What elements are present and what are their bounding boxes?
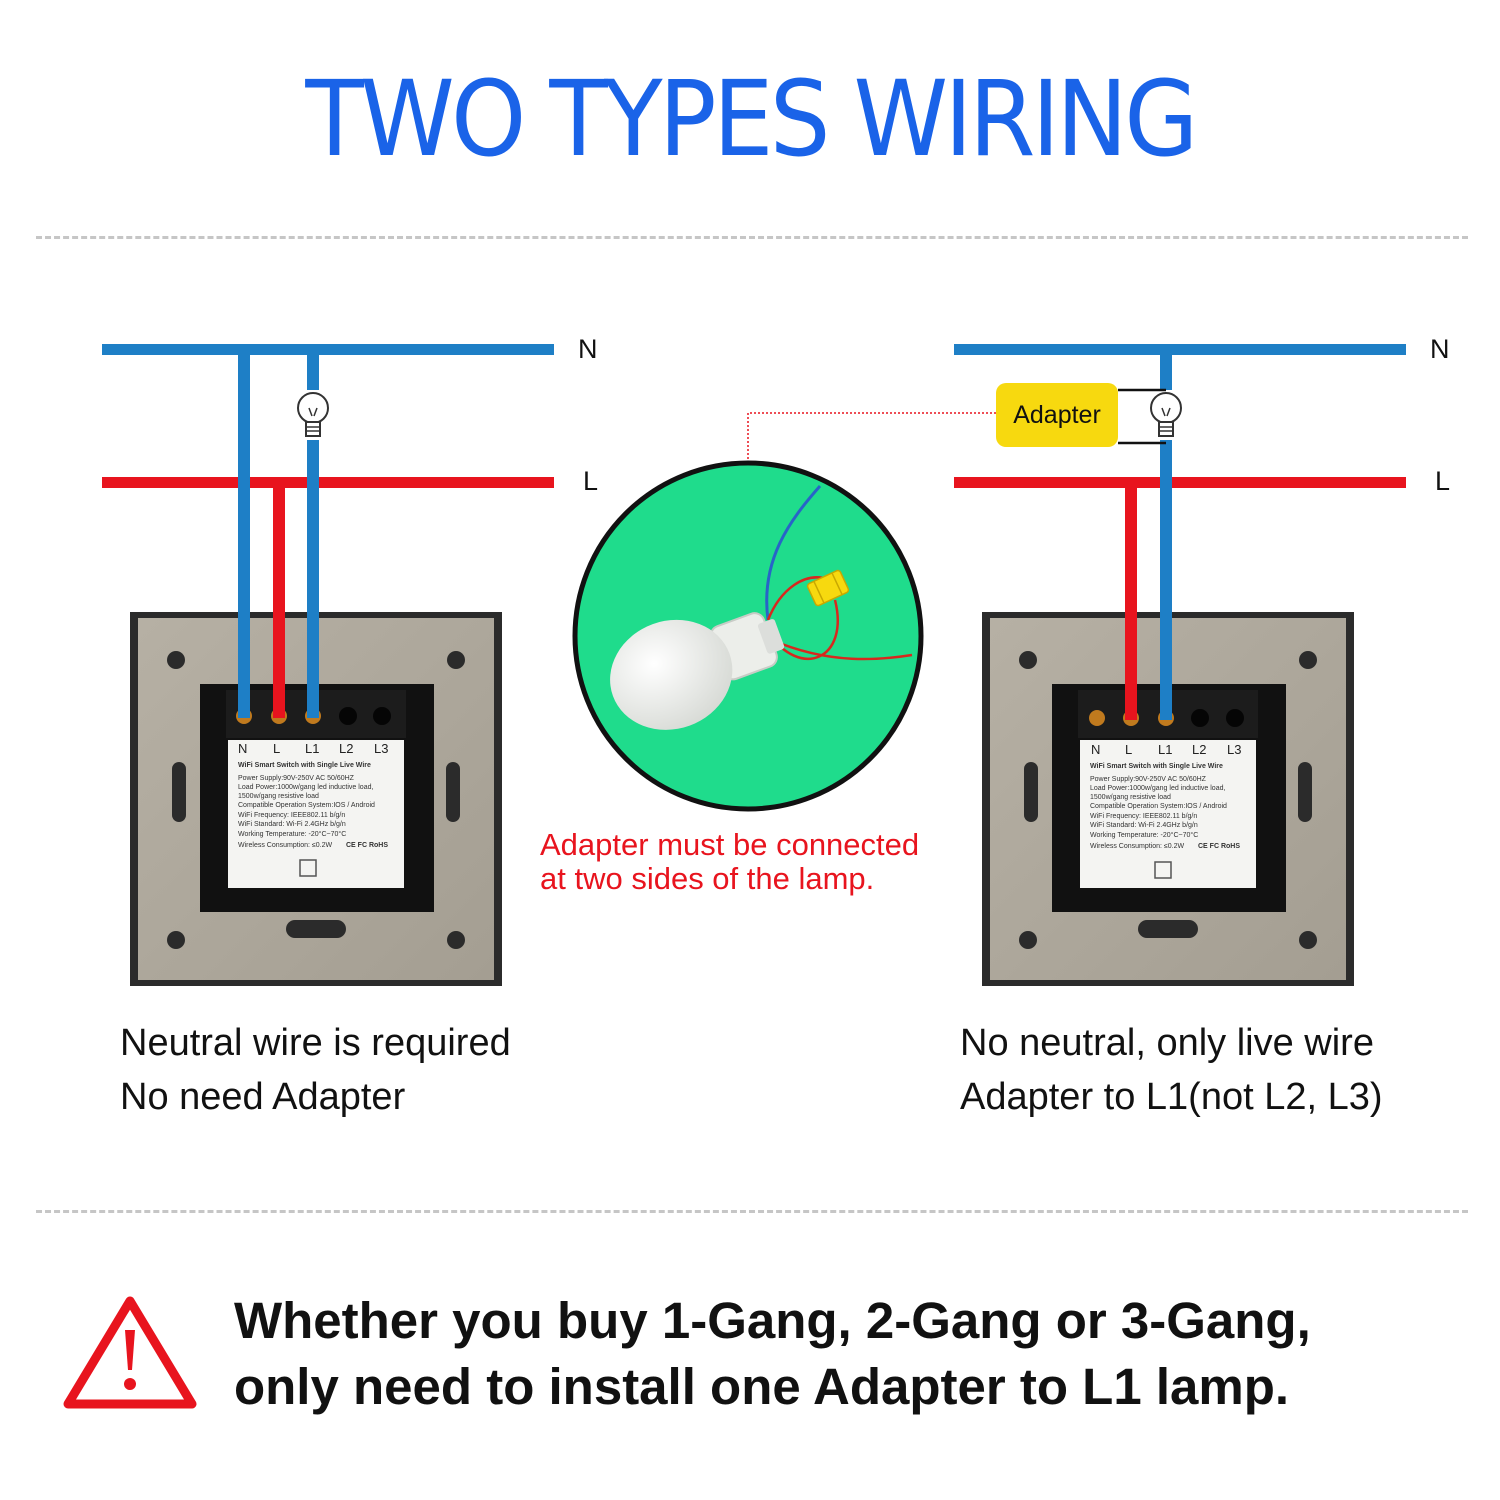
wifi-icon: [1154, 861, 1172, 879]
terminal-label-l2: L2: [1192, 742, 1206, 757]
adapter-leads: [1118, 388, 1166, 445]
neutral-drop-wire: [238, 350, 250, 718]
terminal-label-l1: L1: [1158, 742, 1172, 757]
live-drop-wire: [1125, 482, 1137, 720]
wifi-icon: [299, 859, 317, 877]
live-rail-left: [102, 477, 554, 488]
load-wire-l1: [307, 440, 319, 718]
warning-message: Whether you buy 1-Gang, 2-Gang or 3-Gang…: [234, 1288, 1311, 1420]
neutral-label-left: N: [578, 334, 598, 364]
module-spec: Compatible Operation System:IOS / Androi…: [1090, 803, 1227, 810]
bulb-photo-icon: [610, 612, 785, 730]
module-spec: WiFi Frequency: IEEE802.11 b/g/n: [1090, 813, 1197, 820]
divider-top: [36, 236, 1468, 239]
certification-marks: CE FC RoHS: [346, 842, 388, 849]
module-spec: Load Power:1000w/gang led inductive load…: [238, 784, 373, 791]
adapter-photo-callout: [572, 412, 996, 812]
module-spec: Working Temperature: -20°C~70°C: [238, 830, 346, 838]
module-spec: Wireless Consumption: ≤0.2W: [1090, 843, 1184, 850]
adapter-note-line1: Adapter must be connected: [540, 827, 920, 862]
adapter-label: Adapter: [1013, 400, 1101, 429]
adapter-photo-icon: [806, 569, 850, 607]
right-caption-line2: Adapter to L1(not L2, L3): [960, 1076, 1383, 1118]
module-spec: WiFi Standard: Wi-Fi 2.4GHz b/g/n: [238, 821, 346, 828]
warning-triangle-icon: [63, 1296, 197, 1409]
lamp-icon: [297, 392, 329, 437]
terminal-label-l1: L1: [305, 741, 319, 756]
terminal-label-l3: L3: [1227, 742, 1241, 757]
left-wiring: [102, 344, 554, 718]
module-spec: Load Power:1000w/gang led inductive load…: [1090, 785, 1225, 792]
divider-bottom: [36, 1210, 1468, 1213]
left-switch-plate: N L L1 L2 L3 WiFi Smart Switch with Sing…: [130, 612, 502, 986]
terminal-label-n: N: [1091, 742, 1100, 757]
neutral-rail-left: [102, 344, 554, 355]
terminal-label-n: N: [238, 741, 247, 756]
module-spec: 1500w/gang resistive load: [1090, 794, 1171, 801]
module-spec: Power Supply:90V-250V AC 50/60HZ: [238, 775, 355, 782]
certification-marks: CE FC RoHS: [1198, 843, 1240, 850]
live-label-left: L: [583, 466, 599, 496]
lamp-icon: [1150, 392, 1182, 437]
module-spec: Working Temperature: -20°C~70°C: [1090, 831, 1198, 839]
terminal-label-l2: L2: [339, 741, 353, 756]
right-wiring: [954, 344, 1406, 720]
adapter-note: Adapter must be connected at two sides o…: [540, 828, 919, 896]
adapter-label-box: Adapter: [996, 383, 1118, 447]
live-rail-right: [954, 477, 1406, 488]
terminal-label-l: L: [273, 741, 280, 756]
right-caption: No neutral, only live wire Adapter to L1…: [960, 1016, 1383, 1124]
module-spec: Wireless Consumption: ≤0.2W: [238, 842, 332, 849]
terminal-label-l: L: [1125, 742, 1132, 757]
page-title: TWO TYPES WIRING: [305, 58, 1198, 180]
live-label-right: L: [1435, 466, 1451, 496]
warning-line2: only need to install one Adapter to L1 l…: [234, 1358, 1290, 1415]
warning-line1: Whether you buy 1-Gang, 2-Gang or 3-Gang…: [234, 1292, 1311, 1349]
live-drop-wire: [273, 482, 285, 718]
left-caption: Neutral wire is required No need Adapter: [120, 1016, 511, 1124]
callout-leader-line: [747, 412, 996, 462]
neutral-label-right: N: [1430, 334, 1450, 364]
module-spec: Power Supply:90V-250V AC 50/60HZ: [1090, 776, 1207, 783]
module-heading: WiFi Smart Switch with Single Live Wire: [238, 762, 371, 769]
adapter-note-line2: at two sides of the lamp.: [540, 861, 875, 896]
load-wire-l1: [1160, 440, 1172, 720]
left-caption-line2: No need Adapter: [120, 1076, 406, 1118]
right-switch-plate: N L L1 L2 L3 WiFi Smart Switch with Sing…: [982, 612, 1354, 986]
module-heading: WiFi Smart Switch with Single Live Wire: [1090, 763, 1223, 770]
module-spec: WiFi Frequency: IEEE802.11 b/g/n: [238, 812, 345, 819]
left-caption-line1: Neutral wire is required: [120, 1022, 511, 1064]
neutral-rail-right: [954, 344, 1406, 355]
right-caption-line1: No neutral, only live wire: [960, 1022, 1374, 1064]
module-spec: WiFi Standard: Wi-Fi 2.4GHz b/g/n: [1090, 822, 1198, 829]
module-spec: 1500w/gang resistive load: [238, 793, 319, 800]
terminal-label-l3: L3: [374, 741, 388, 756]
module-spec: Compatible Operation System:IOS / Androi…: [238, 802, 375, 809]
